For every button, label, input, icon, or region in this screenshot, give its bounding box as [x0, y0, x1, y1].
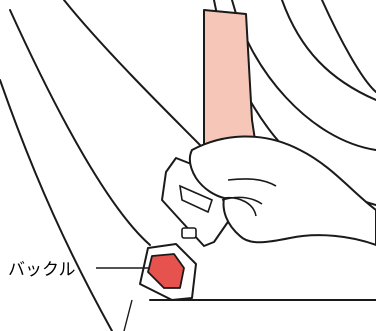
seat-back-edge — [10, 10, 150, 245]
seat-cushion-edge-left — [0, 80, 112, 331]
buckle-stem-line — [124, 300, 132, 331]
seat-curve-top — [64, 0, 205, 150]
buckle-label: バックル — [8, 260, 76, 280]
latch-plate-hole — [182, 228, 196, 238]
seat-side-line-right — [322, 0, 376, 92]
